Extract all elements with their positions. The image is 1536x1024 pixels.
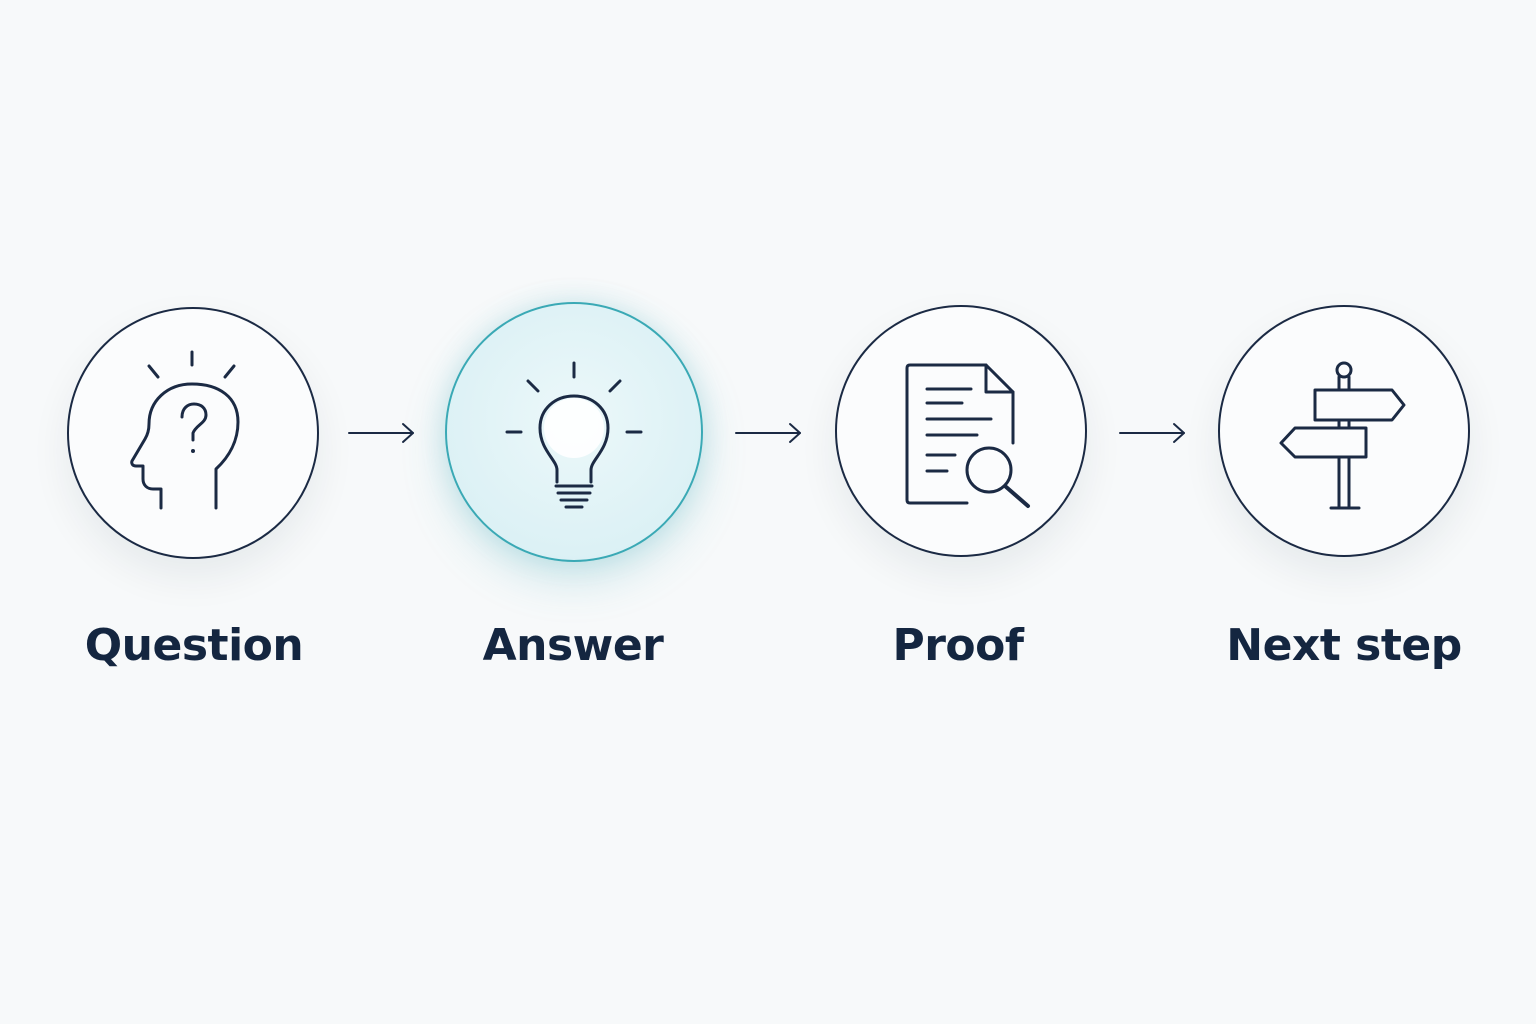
arrow-right-icon xyxy=(734,421,804,445)
step-answer-label: Answer xyxy=(482,620,664,671)
arrow-right-icon xyxy=(347,421,417,445)
step-next-circle xyxy=(1218,305,1470,557)
step-question-circle xyxy=(67,307,319,559)
head-question-icon xyxy=(69,309,317,557)
document-search-icon xyxy=(837,307,1085,555)
lightbulb-icon xyxy=(450,310,698,558)
step-answer-circle xyxy=(445,302,703,562)
step-proof-label: Proof xyxy=(892,620,1024,671)
step-proof-circle xyxy=(835,305,1087,557)
step-next-label: Next step xyxy=(1226,620,1462,671)
signpost-icon xyxy=(1220,307,1468,555)
arrow-right-icon xyxy=(1118,421,1188,445)
step-question-label: Question xyxy=(84,620,304,671)
